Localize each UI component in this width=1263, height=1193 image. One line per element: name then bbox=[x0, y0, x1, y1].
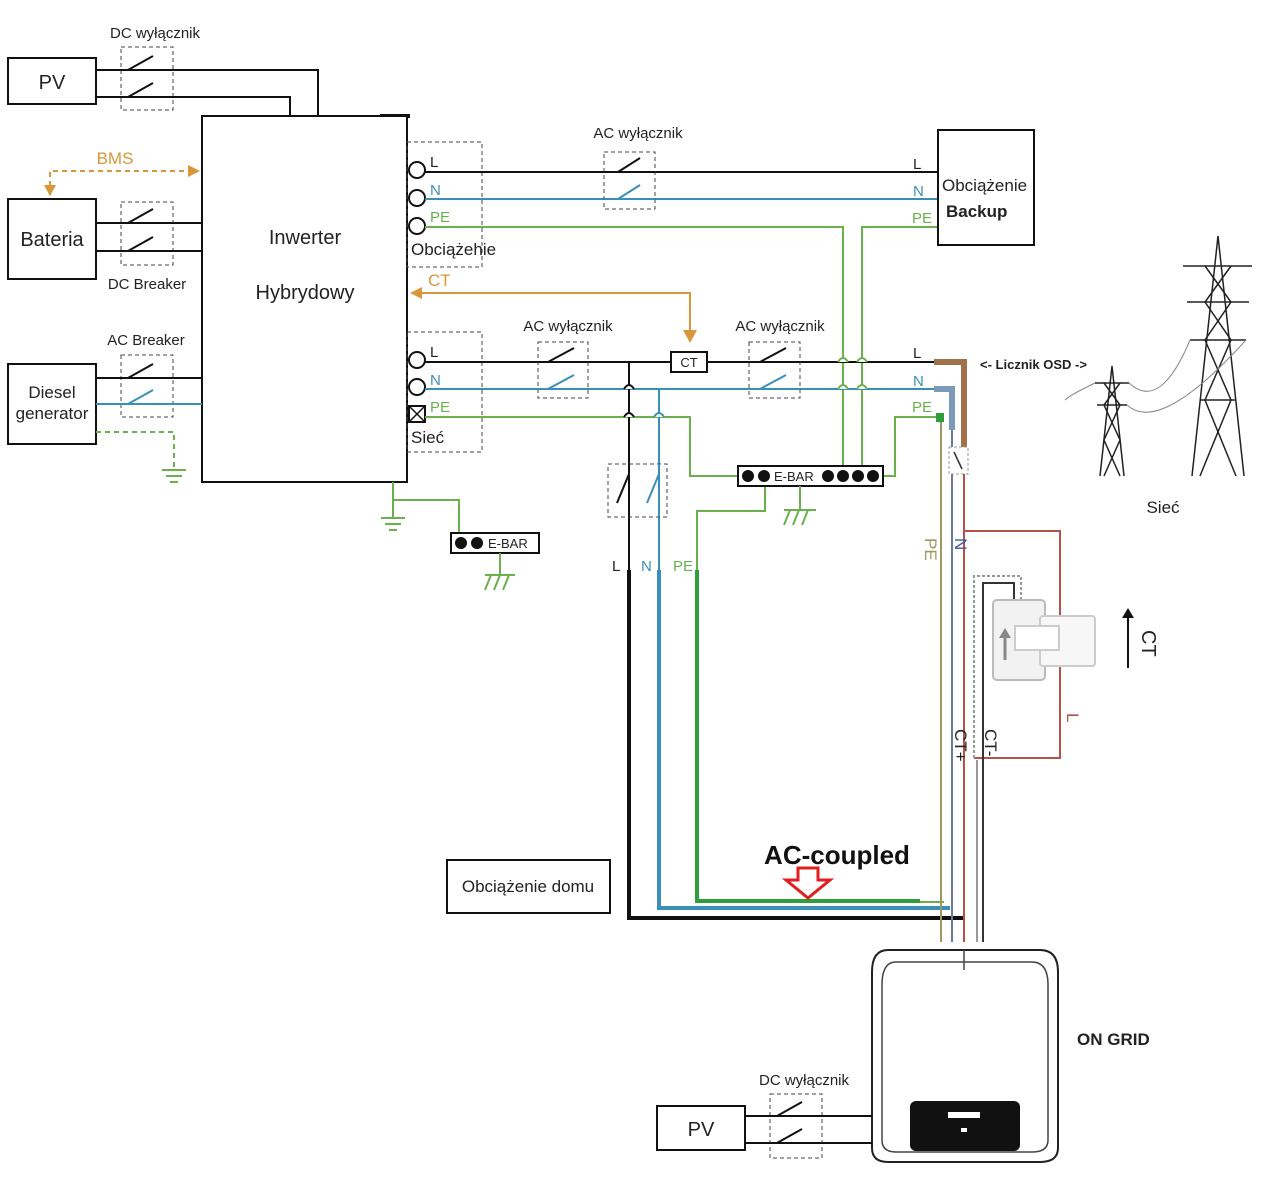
grid-port-label: Sieć bbox=[411, 428, 445, 447]
ct-clamp-icon bbox=[992, 599, 1096, 681]
ct-signal: CT bbox=[410, 271, 697, 343]
grid-end-l: L bbox=[913, 345, 921, 362]
backup-load-label-line1: Obciążenie bbox=[942, 176, 1027, 195]
on-grid-display bbox=[910, 1101, 1020, 1151]
house-feed-n: N bbox=[641, 558, 652, 575]
pv-bottom-group: PV DC wyłącznik bbox=[656, 1072, 872, 1159]
ac-coupled: AC-coupled bbox=[764, 840, 910, 900]
bms-label: BMS bbox=[97, 149, 134, 168]
ebar-inverter bbox=[450, 532, 540, 554]
pv-bottom-box bbox=[656, 1105, 746, 1151]
house-breaker bbox=[607, 463, 668, 518]
diesel-breaker bbox=[120, 354, 174, 418]
house-feed: L N PE bbox=[607, 362, 964, 920]
load-port-pe: PE bbox=[430, 209, 450, 226]
pv-top-breaker bbox=[120, 46, 174, 111]
battery-label: Bateria bbox=[20, 229, 84, 251]
vertical-l-label: L bbox=[1063, 713, 1082, 722]
backup-breaker-label: AC wyłącznik bbox=[593, 125, 683, 142]
ebar-main-box bbox=[737, 465, 884, 487]
pv-bottom-breaker-label: DC wyłącznik bbox=[759, 1072, 850, 1089]
grid-end-pe: PE bbox=[912, 399, 932, 416]
grid-label: Sieć bbox=[1146, 498, 1180, 517]
diesel-label-line1: Diesel bbox=[28, 383, 75, 402]
inverter-label-line1: Inwerter bbox=[269, 227, 342, 249]
inverter-ground: E-BAR bbox=[381, 482, 540, 591]
ct-box-label: CT bbox=[680, 355, 697, 370]
pv-top-group: PV DC wyłącznik bbox=[7, 25, 410, 118]
house-load-label: Obciążenie domu bbox=[462, 877, 594, 896]
ebar-inverter-label: E-BAR bbox=[488, 536, 528, 551]
grid-end-n: N bbox=[913, 373, 924, 390]
backup-load-l: L bbox=[913, 156, 921, 173]
backup-load: Obciążenie Backup L N PE bbox=[912, 129, 1035, 246]
battery-box bbox=[7, 198, 97, 280]
vertical-ct-minus-label: CT- bbox=[981, 729, 1000, 756]
diesel-label-line2: generator bbox=[16, 404, 89, 423]
house-load-box bbox=[446, 859, 611, 914]
vertical-ct-plus-label: CT+ bbox=[951, 729, 970, 762]
battery-breaker bbox=[120, 201, 174, 266]
ct-signal-label: CT bbox=[428, 271, 451, 290]
backup-load-pe: PE bbox=[912, 210, 932, 227]
vertical-ct-clamp-label: CT bbox=[1137, 630, 1159, 657]
load-port-n: N bbox=[430, 182, 441, 199]
grid-port: L N PE Sieć bbox=[406, 331, 483, 453]
backup-load-n: N bbox=[913, 183, 924, 200]
backup-load-label-line2: Backup bbox=[946, 202, 1007, 221]
diesel-breaker-label: AC Breaker bbox=[107, 332, 185, 349]
pv-bottom-label: PV bbox=[688, 1119, 715, 1141]
pv-bottom-breaker bbox=[769, 1093, 823, 1159]
ebar-main-label: E-BAR bbox=[774, 469, 814, 484]
diesel-group: Diesel generator AC Breaker bbox=[7, 332, 202, 483]
battery-group: Bateria DC Breaker BMS bbox=[7, 149, 202, 293]
ebar-main: E-BAR bbox=[737, 465, 884, 526]
grid-port-n: N bbox=[430, 372, 441, 389]
grid-breaker-2-label: AC wyłącznik bbox=[735, 318, 825, 335]
house-feed-l: L bbox=[612, 558, 620, 575]
meter-label: <- Licznik OSD -> bbox=[980, 357, 1087, 372]
pv-top-box bbox=[7, 57, 97, 105]
battery-breaker-label: DC Breaker bbox=[108, 276, 186, 293]
grid-wiring: AC wyłącznik CT AC wyłącznik bbox=[425, 318, 950, 477]
load-port-l: L bbox=[430, 154, 438, 171]
house-load: Obciążenie domu bbox=[446, 859, 611, 914]
load-port-label: Obciążehie bbox=[411, 240, 496, 259]
vertical-n-label: N bbox=[951, 538, 970, 550]
load-port: L N PE Obciążehie bbox=[406, 141, 496, 268]
on-grid-label: ON GRID bbox=[1077, 1030, 1150, 1049]
vertical-pe-label: PE bbox=[921, 538, 940, 561]
transmission-towers-icon bbox=[1064, 235, 1252, 477]
pv-top-label: PV bbox=[39, 72, 66, 94]
on-grid-inverter: ON GRID bbox=[871, 949, 1150, 1163]
ac-coupled-label: AC-coupled bbox=[764, 840, 910, 870]
hybrid-inverter: Inwerter Hybrydowy bbox=[201, 115, 408, 483]
grid-breaker-1-label: AC wyłącznik bbox=[523, 318, 613, 335]
backup-wiring: AC wyłącznik bbox=[425, 125, 938, 476]
inverter-label-line2: Hybrydowy bbox=[256, 282, 355, 304]
grid-port-l: L bbox=[430, 344, 438, 361]
pv-top-breaker-label: DC wyłącznik bbox=[110, 25, 201, 42]
backup-breaker bbox=[603, 151, 656, 210]
house-feed-pe: PE bbox=[673, 558, 693, 575]
backup-load-box bbox=[937, 129, 1035, 246]
grid-port-pe: PE bbox=[430, 399, 450, 416]
grid-port-frame bbox=[406, 331, 483, 453]
load-port-frame bbox=[406, 141, 483, 268]
inverter-box bbox=[201, 115, 408, 483]
grid-end: L N PE <- Licznik OSD -> PE N CT+ CT- L … bbox=[912, 345, 1159, 942]
ct-box bbox=[670, 351, 708, 373]
ac-coupled-arrow-icon bbox=[781, 866, 835, 900]
